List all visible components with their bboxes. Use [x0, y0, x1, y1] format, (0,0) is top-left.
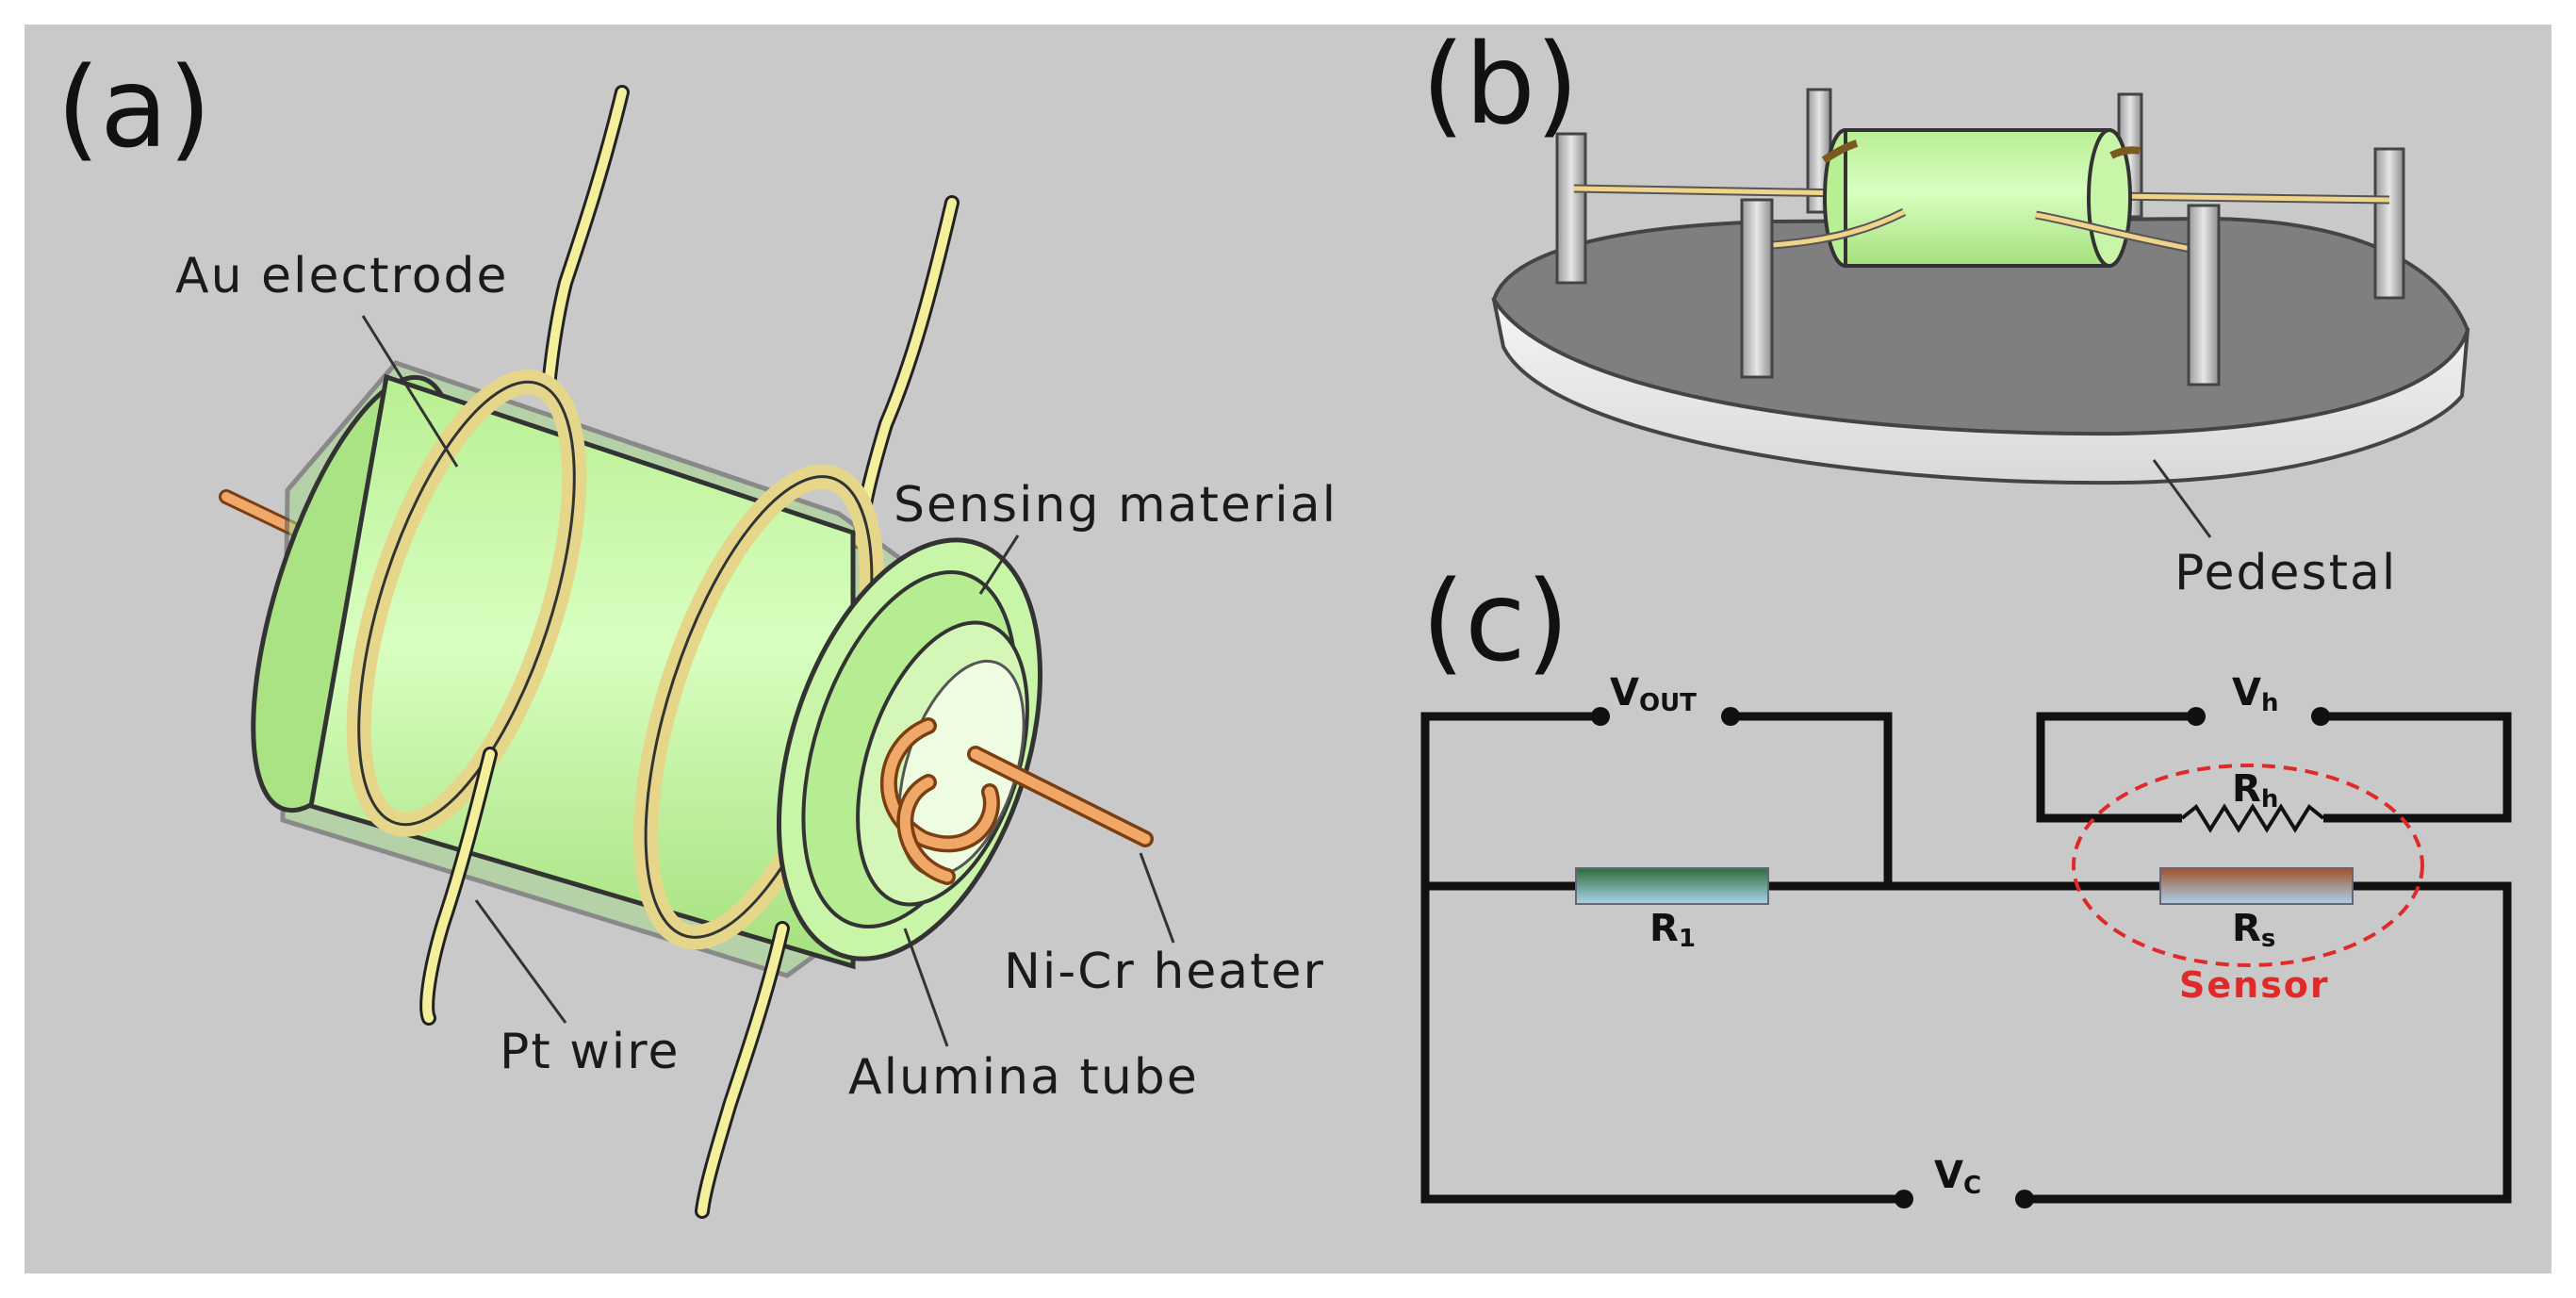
post-right-outer [2373, 147, 2405, 300]
panel-b: (b) Pedestal [1421, 19, 2470, 601]
leader-au-electrode [361, 315, 459, 468]
label-alumina-tube: Alumina tube [848, 1049, 1199, 1106]
label-ni-cr-heater: Ni-Cr heater [1004, 944, 1325, 1000]
label-au-electrode: Au electrode [175, 248, 509, 304]
resistor-rs [2159, 867, 2354, 905]
panel-c-background [1389, 615, 2551, 1273]
panel-a-letter: (a) [57, 42, 211, 173]
label-vc: VC [1934, 1154, 1981, 1200]
terminal-vout-left [1591, 707, 1610, 726]
label-pt-wire: Pt wire [500, 1024, 680, 1080]
leader-sensing-material [978, 534, 1020, 595]
label-rh: Rh [2232, 767, 2278, 813]
terminal-vout-right [1721, 707, 1740, 726]
terminal-vh-right [2311, 707, 2330, 726]
leader-alumina-tube [903, 928, 949, 1047]
terminal-vc-right [2015, 1190, 2034, 1208]
panel-c: (c) VOUT Vh Rh VC R1 Rs Sensor [1420, 556, 2512, 1208]
label-pedestal: Pedestal [2174, 545, 2397, 601]
resistor-rh [2180, 803, 2325, 833]
label-sensing-material: Sensing material [894, 477, 1337, 534]
pedestal-top [1491, 216, 2470, 436]
label-r1: R1 [1649, 907, 1696, 953]
label-rs: Rs [2232, 907, 2275, 953]
sensor-tube-body [1844, 128, 2111, 268]
leader-pt-wire [474, 899, 567, 1024]
post-left-outer [1555, 132, 1587, 285]
panel-c-letter: (c) [1421, 556, 1569, 686]
post-front-right [2187, 204, 2221, 386]
panel-b-letter: (b) [1421, 19, 1579, 149]
sensor-boundary [2072, 764, 2424, 967]
label-vout: VOUT [1610, 671, 1697, 717]
panel-a: (a) [57, 42, 1337, 1219]
resistor-r1 [1575, 867, 1769, 905]
label-vh: Vh [2232, 671, 2278, 717]
post-front-left [1740, 198, 1774, 379]
leader-ni-cr-heater [1139, 852, 1175, 944]
terminal-vh-left [2187, 707, 2206, 726]
terminal-vc-left [1895, 1190, 1913, 1208]
leader-pedestal [2152, 459, 2212, 538]
label-sensor: Sensor [2179, 964, 2330, 1006]
